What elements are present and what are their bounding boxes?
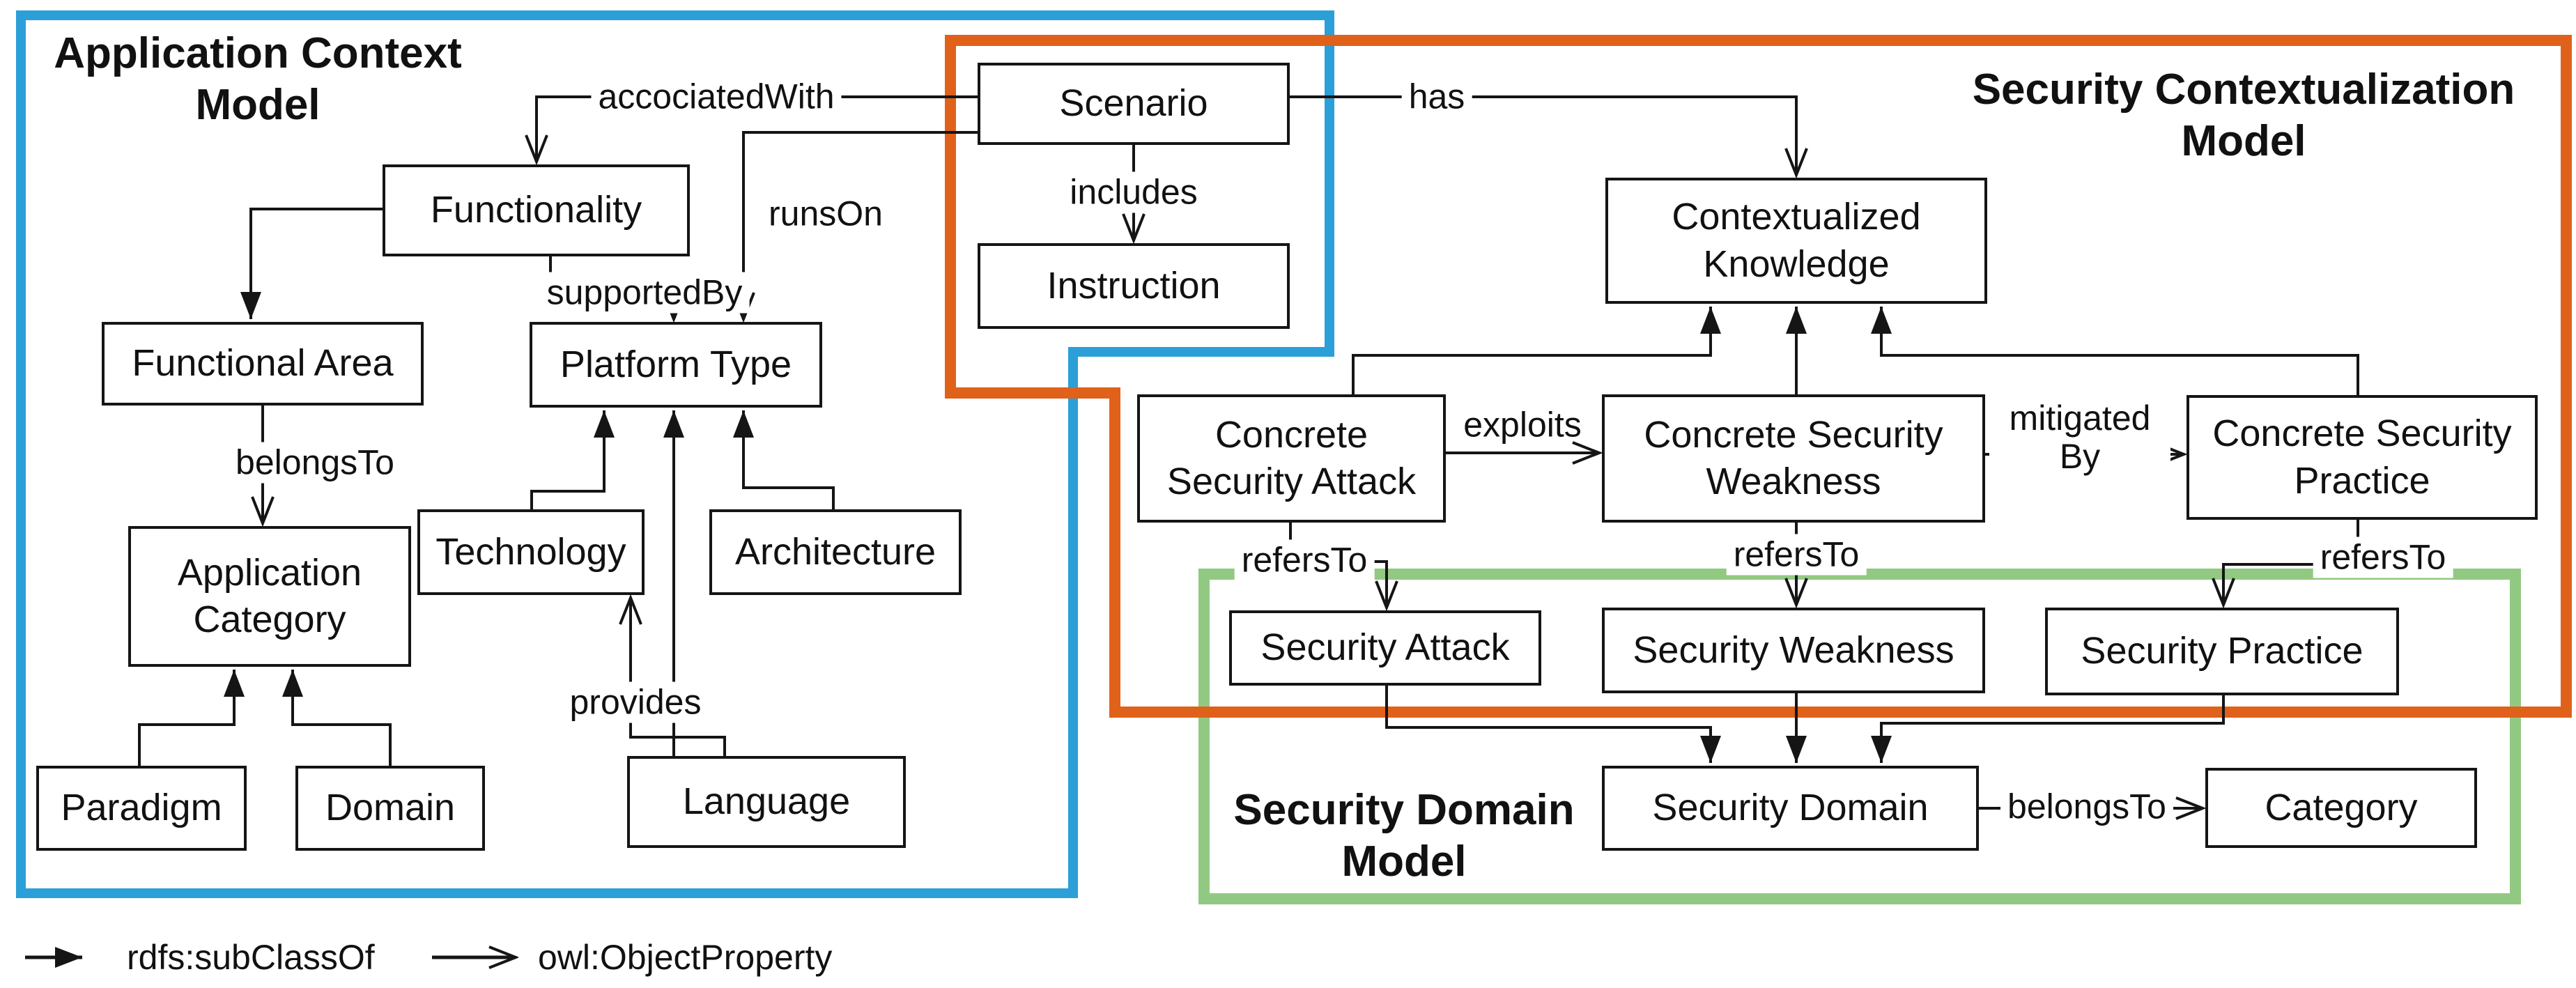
legend-subclassof-label: rdfs:subClassOf xyxy=(127,938,375,977)
node-instruction: Instruction xyxy=(978,243,1290,329)
edge-label-refersto-practice: refersTo xyxy=(2313,537,2453,578)
edge-technology-platformtype xyxy=(530,410,615,509)
node-paradigm: Paradigm xyxy=(36,766,247,851)
edge-label-provides: provides xyxy=(562,681,709,723)
node-functional-area: Functional Area xyxy=(102,322,424,406)
edge-runson xyxy=(743,131,978,319)
edge-label-mitigatedby: mitigated By xyxy=(1989,398,2170,477)
node-language: Language xyxy=(627,756,906,848)
edge-architecture-platformtype xyxy=(733,410,835,509)
node-concrete-security-weakness: Concrete Security Weakness xyxy=(1602,394,1985,523)
security-domain-model-title: Security Domain Model xyxy=(1233,786,1575,886)
edge-label-refersto-weakness: refersTo xyxy=(1726,534,1867,576)
node-architecture: Architecture xyxy=(709,509,962,595)
edge-label-accociatedwith: accociatedWith xyxy=(591,76,842,118)
node-category: Category xyxy=(2205,768,2477,848)
edge-csattack-contextualizedknowledge xyxy=(1352,307,1721,394)
node-concrete-security-practice: Concrete Security Practice xyxy=(2186,395,2538,520)
security-domain-region-border xyxy=(1198,569,2521,904)
edge-label-refersto-attack: refersTo xyxy=(1234,539,1375,581)
edge-provides xyxy=(631,598,726,756)
edge-domain-applicationcategory xyxy=(282,670,392,766)
legend-objectproperty-label: owl:ObjectProperty xyxy=(538,938,833,977)
legend-arrows xyxy=(25,927,975,988)
node-security-weakness: Security Weakness xyxy=(1602,608,1985,693)
node-contextualized-knowledge: Contextualized Knowledge xyxy=(1605,178,1987,304)
edge-has xyxy=(1290,95,1796,175)
node-domain: Domain xyxy=(295,766,485,851)
security-contextualization-model-title: Security Contextualization Model xyxy=(1972,65,2515,166)
edge-label-belongsto-area: belongsTo xyxy=(229,442,401,484)
edge-label-has: has xyxy=(1401,76,1472,118)
node-concrete-security-attack: Concrete Security Attack xyxy=(1137,394,1446,523)
node-platform-type: Platform Type xyxy=(530,322,822,408)
node-scenario: Scenario xyxy=(978,63,1290,145)
edge-cspractice-contextualizedknowledge xyxy=(1871,307,2359,395)
edge-label-belongsto-category: belongsTo xyxy=(2000,786,2173,828)
application-context-region-border xyxy=(16,10,1334,898)
node-functionality: Functionality xyxy=(383,164,690,256)
legend: rdfs:subClassOf owl:ObjectProperty xyxy=(0,927,975,988)
edge-securityattack-securitydomain xyxy=(1385,686,1721,763)
application-context-model-title: Application Context Model xyxy=(54,29,462,130)
edge-functionality-functionalarea xyxy=(240,208,383,319)
node-security-domain: Security Domain xyxy=(1602,766,1979,851)
edge-securitypractice-securitydomain xyxy=(1871,695,2225,763)
edge-label-exploits: exploits xyxy=(1463,405,1582,445)
edge-label-includes: includes xyxy=(1063,171,1205,213)
security-contextualization-region-border xyxy=(945,35,2572,718)
edge-label-runson: runsOn xyxy=(762,193,890,235)
node-security-practice: Security Practice xyxy=(2045,608,2399,695)
node-technology: Technology xyxy=(417,509,645,595)
edge-label-supportedby: supportedBy xyxy=(539,272,750,314)
node-security-attack: Security Attack xyxy=(1229,610,1541,686)
edge-paradigm-applicationcategory xyxy=(138,670,245,766)
node-application-category: Application Category xyxy=(128,526,411,667)
